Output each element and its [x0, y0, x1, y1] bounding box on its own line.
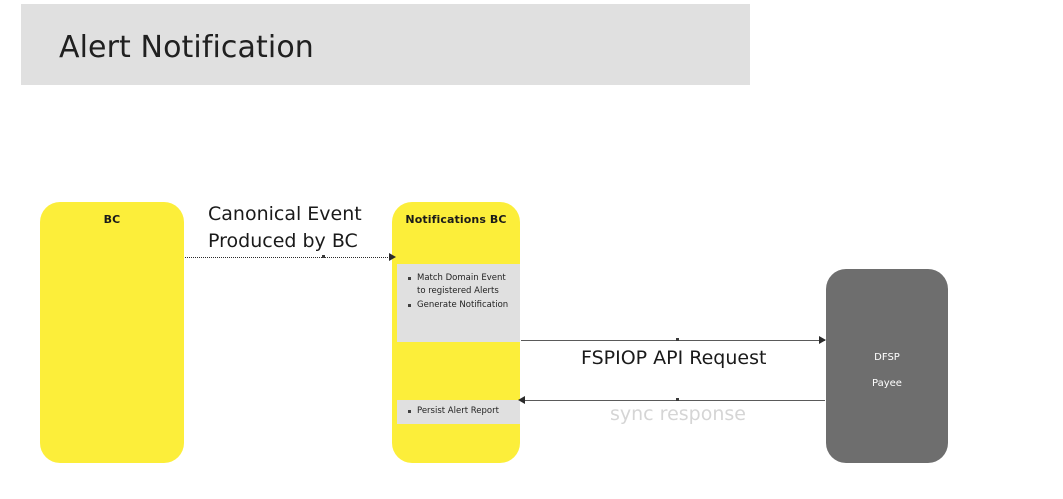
title-banner: Alert Notification	[21, 4, 750, 85]
page-title: Alert Notification	[59, 30, 314, 65]
node-notifications-bc-label: Notifications BC	[405, 213, 507, 226]
node-dfsp-payee[interactable]: DFSP Payee	[826, 269, 948, 463]
edge-waypoint-fspiop-api-request	[676, 338, 679, 341]
activity-list-match: Match Domain Event to registered Alerts …	[401, 272, 514, 312]
arrowhead-right-icon	[819, 336, 826, 344]
node-dfsp-line1: DFSP	[874, 352, 900, 363]
edge-label-sync-response: sync response	[610, 403, 746, 425]
edge-waypoint-sync-response	[676, 398, 679, 401]
edge-line-fspiop-api-request	[521, 340, 825, 341]
list-item: Match Domain Event to registered Alerts	[408, 272, 514, 298]
arrowhead-right-icon	[389, 253, 396, 261]
edge-waypoint-canonical-event	[322, 255, 325, 258]
node-bc-label: BC	[103, 213, 121, 226]
node-dfsp-payee-label: DFSP Payee	[826, 345, 948, 397]
edge-label-canonical-event-line2: Produced by BC	[208, 230, 358, 252]
edge-label-canonical-event-line1: Canonical Event	[208, 203, 362, 225]
edge-label-fspiop-api-request: FSPIOP API Request	[581, 347, 767, 369]
node-bc[interactable]: BC	[40, 202, 184, 463]
node-notifications-bc[interactable]: Notifications BC Match Domain Event to r…	[392, 202, 520, 463]
activity-list-persist: Persist Alert Report	[401, 405, 514, 418]
activity-panel-persist: Persist Alert Report	[397, 400, 520, 424]
activity-panel-match: Match Domain Event to registered Alerts …	[397, 264, 520, 342]
edge-line-sync-response	[521, 400, 825, 401]
edge-line-canonical-event	[185, 257, 390, 258]
edge-label-canonical-event: Canonical Event Produced by BC	[208, 201, 362, 255]
arrowhead-left-icon	[518, 396, 525, 404]
list-item: Persist Alert Report	[408, 405, 514, 418]
node-dfsp-line2: Payee	[872, 378, 902, 389]
list-item: Generate Notification	[408, 299, 514, 312]
